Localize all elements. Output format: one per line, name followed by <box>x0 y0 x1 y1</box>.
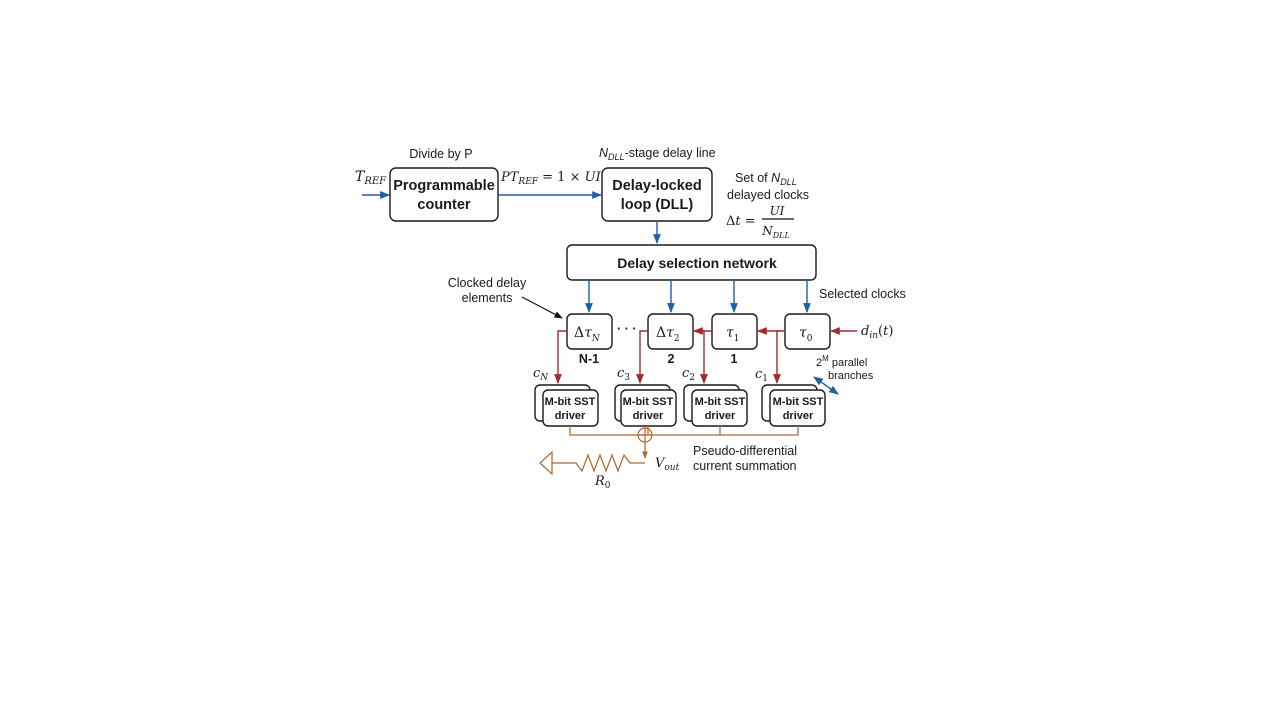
tref-label: TREF <box>355 169 387 187</box>
summation-bus <box>569 426 799 436</box>
svg-text:Δt =: Δt = <box>726 214 756 229</box>
tap-3 <box>636 330 648 384</box>
delta-tau-2-label: Δτ2 <box>656 325 680 344</box>
pseudo-diff-label-line1: Pseudo-differential <box>693 444 797 458</box>
selected-clocks-label: Selected clocks <box>819 287 906 301</box>
din-label: din(t) <box>861 324 893 341</box>
delayed-clocks-label: delayed clocks <box>727 188 809 202</box>
c-3-label: c3 <box>617 366 630 383</box>
clocked-delay-label-line2: elements <box>462 291 513 305</box>
selection-network-label: Delay selection network <box>617 255 777 271</box>
dll-stage-label: NDLL-stage delay line <box>599 146 716 162</box>
c-2-label: c2 <box>682 366 695 383</box>
dll-label-line1: Delay-locked <box>612 178 701 194</box>
r0-label: R0 <box>594 474 611 491</box>
ptref-label: PTREF = 1 × UI <box>500 170 602 187</box>
delta-t-equation: Δt = UI NDLL <box>726 204 794 240</box>
stage-number-n-1: N-1 <box>579 352 599 366</box>
driver-2-line2: driver <box>705 410 736 422</box>
clocked-delay-label-line1: Clocked delay <box>448 276 527 290</box>
programmable-counter-box <box>389 167 499 222</box>
svg-text:UI: UI <box>770 204 785 218</box>
delay-selection-network-box <box>566 244 817 281</box>
pseudo-diff-label-line2: current summation <box>693 459 797 473</box>
parallel-text: parallel <box>832 357 867 369</box>
stage-number-2: 2 <box>668 352 675 366</box>
divide-by-label: Divide by P <box>409 147 472 161</box>
vout-label: Vout <box>655 456 680 473</box>
driver-group-1: M-bit SST driver <box>761 384 826 427</box>
driver-1-line2: driver <box>783 410 814 422</box>
tap-2 <box>698 330 708 384</box>
counter-label-line1: Programmable <box>393 178 495 194</box>
driver-3-line2: driver <box>633 410 664 422</box>
driver-group-n: M-bit SST driver <box>534 384 599 427</box>
dll-box <box>601 167 713 222</box>
svg-text:NDLL: NDLL <box>761 224 790 240</box>
tap-1 <box>773 330 781 384</box>
driver-n-line2: driver <box>555 410 586 422</box>
parallel-branches-label-line2: branches <box>828 370 874 382</box>
parallel-branches-arrow <box>813 376 839 395</box>
driver-group-3: M-bit SST driver <box>614 384 677 427</box>
driver-2-line1: M-bit SST <box>695 396 746 408</box>
clocked-delay-pointer <box>521 296 563 319</box>
driver-n-line1: M-bit SST <box>545 396 596 408</box>
driver-group-2: M-bit SST driver <box>683 384 748 427</box>
c-n-label: cN <box>533 366 549 383</box>
set-of-label: Set of NDLL <box>735 171 797 187</box>
dll-stage-text: -stage delay line <box>625 146 716 160</box>
c-1-label: c1 <box>755 367 768 384</box>
tap-n <box>554 330 567 384</box>
driver-3-line1: M-bit SST <box>623 396 674 408</box>
ground-symbol <box>539 450 553 476</box>
counter-label-line2: counter <box>417 197 471 213</box>
dll-label-line2: loop (DLL) <box>621 197 694 213</box>
resistor-r0 <box>552 453 645 473</box>
set-of-text: Set of <box>735 171 768 185</box>
stage-number-1: 1 <box>731 352 738 366</box>
parallel-branches-label-line1: 2M parallel <box>816 354 867 369</box>
ellipsis: · · · <box>617 322 636 336</box>
driver-1-line1: M-bit SST <box>773 396 824 408</box>
